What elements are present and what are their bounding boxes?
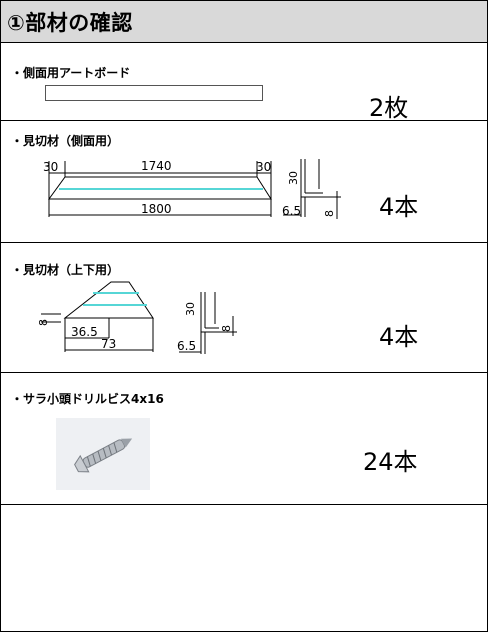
art-board-illustration bbox=[45, 85, 263, 101]
screw-photo bbox=[56, 418, 150, 490]
section-top-bottom-trim bbox=[1, 243, 487, 373]
item-label-top-bottom-trim: ・見切材（上下用） bbox=[11, 263, 120, 277]
dim-flange: 8 bbox=[323, 210, 336, 217]
dim-height: 30 bbox=[287, 171, 300, 185]
dim-middle: 1740 bbox=[141, 159, 172, 173]
page-title: ①部材の確認 bbox=[7, 11, 133, 35]
section-side-trim bbox=[1, 121, 487, 243]
empty-area bbox=[1, 505, 487, 631]
dim-right-end: 30 bbox=[256, 160, 271, 174]
top-bottom-trim-shape bbox=[63, 281, 154, 319]
dim-top-thickness: 6.5 bbox=[177, 339, 196, 353]
item-qty-side-trim: 4本 bbox=[379, 193, 419, 221]
top-bottom-trim-diagram: 8 36.5 73 30 6.5 8 bbox=[37, 281, 237, 354]
section-art-board bbox=[1, 43, 487, 121]
dim-left-end: 30 bbox=[43, 160, 58, 174]
header-bar: ①部材の確認 bbox=[1, 1, 487, 43]
dim-top-flange: 8 bbox=[37, 319, 50, 326]
item-qty-top-bottom-trim: 4本 bbox=[379, 323, 419, 351]
item-label-side-trim: ・見切材（側面用） bbox=[11, 134, 120, 148]
item-label-screws: ・サラ小頭ドリルビス4x16 bbox=[11, 392, 164, 406]
dim-thickness: 6.5 bbox=[282, 204, 301, 218]
dim-inner: 36.5 bbox=[71, 325, 98, 339]
dim-top-height: 30 bbox=[184, 302, 197, 316]
dim-top-flange2: 8 bbox=[220, 325, 233, 332]
item-qty-screws: 24本 bbox=[363, 448, 418, 476]
section-screws bbox=[1, 373, 487, 505]
side-trim-diagram: 30 1740 30 1800 30 6.5 8 bbox=[43, 159, 341, 219]
dim-top-total: 73 bbox=[101, 337, 116, 351]
dim-total: 1800 bbox=[141, 202, 172, 216]
item-qty-art-board: 2枚 bbox=[369, 94, 409, 122]
item-label-art-board: ・側面用アートボード bbox=[11, 66, 131, 80]
